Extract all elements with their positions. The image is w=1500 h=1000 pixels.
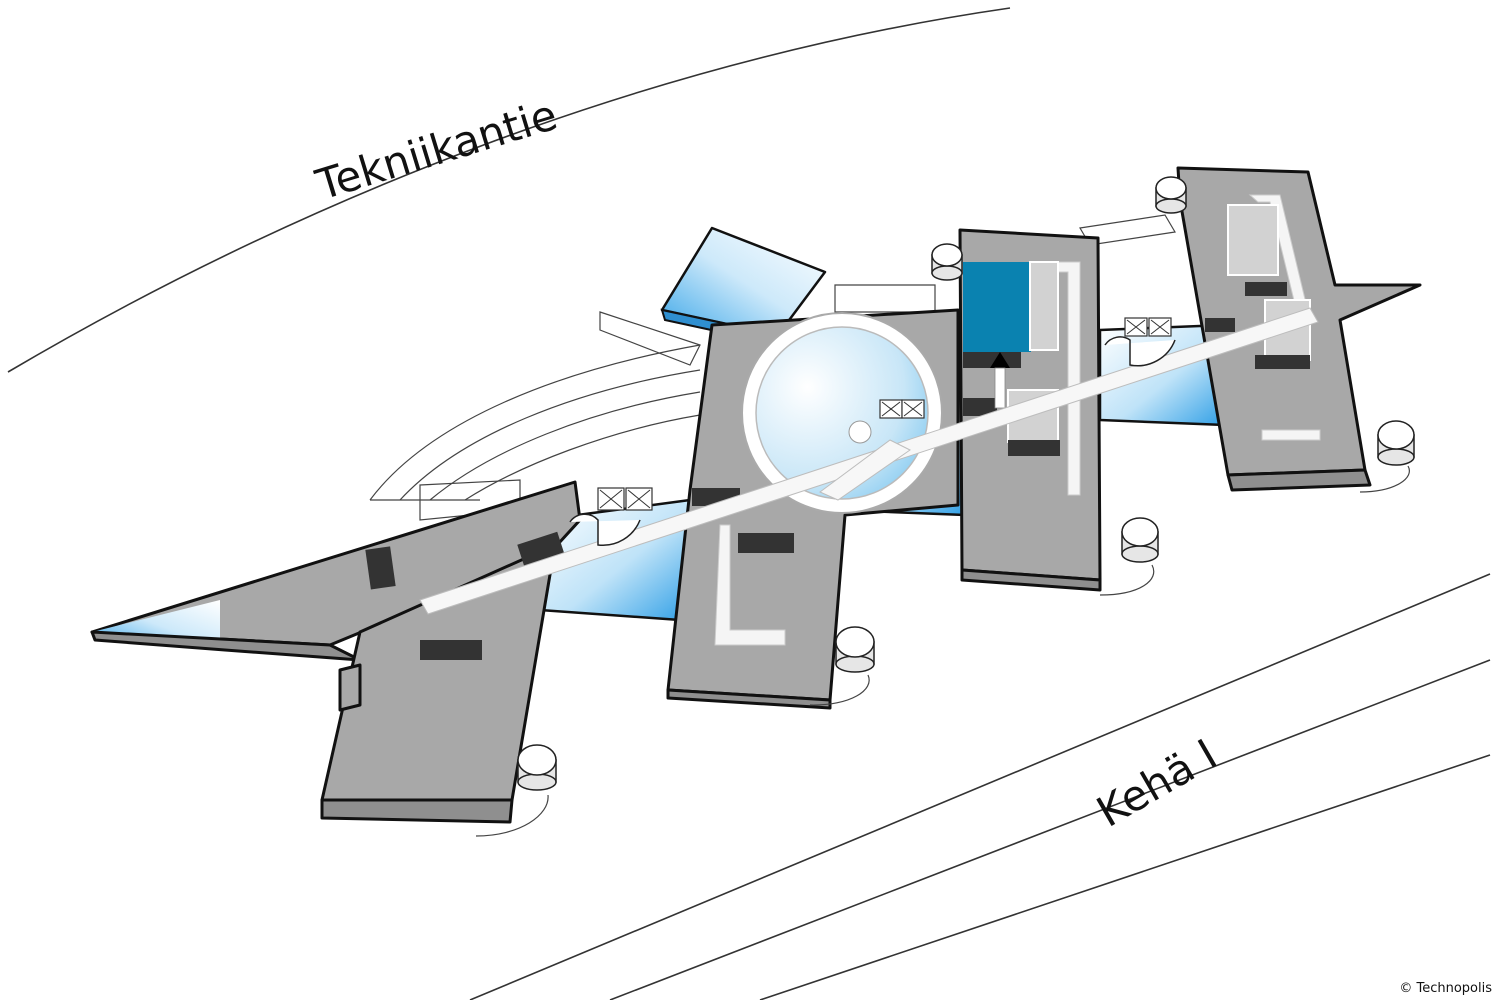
roads — [7, 7, 1491, 1000]
stair-tower — [809, 626, 875, 706]
wing-west — [320, 531, 565, 824]
dark-room — [365, 546, 396, 590]
dark-room — [963, 398, 997, 416]
dark-room — [420, 640, 482, 660]
stair-tower — [1099, 517, 1159, 596]
highlighted-room — [963, 262, 1031, 352]
stair-tower — [1155, 176, 1187, 214]
wing-west-wedge — [90, 480, 582, 662]
stair-cores — [569, 317, 1176, 547]
road-keha-i-edge-1 — [469, 573, 1491, 1000]
stair-towers — [475, 176, 1415, 837]
dark-room — [1008, 440, 1060, 456]
location-arrow-icon — [990, 352, 1010, 409]
dark-room — [1205, 318, 1235, 332]
road-tekniikantie-edge — [7, 7, 1011, 373]
dark-room — [738, 533, 794, 553]
road-label-keha-i: Kehä I — [1089, 730, 1226, 837]
stair-tower — [1359, 420, 1415, 493]
dark-room — [517, 531, 565, 566]
copyright-notice: © Technopolis — [1399, 981, 1492, 996]
stair-tower — [931, 243, 963, 281]
dark-room — [1255, 355, 1310, 369]
stair-tower — [475, 744, 557, 837]
road-keha-i-edge-2 — [609, 659, 1491, 1000]
corridor-spur — [819, 439, 911, 501]
road-keha-i-edge-3 — [759, 754, 1491, 1000]
road-label-tekniikantie: Tekniikantie — [310, 90, 563, 210]
dark-room — [1245, 282, 1287, 296]
